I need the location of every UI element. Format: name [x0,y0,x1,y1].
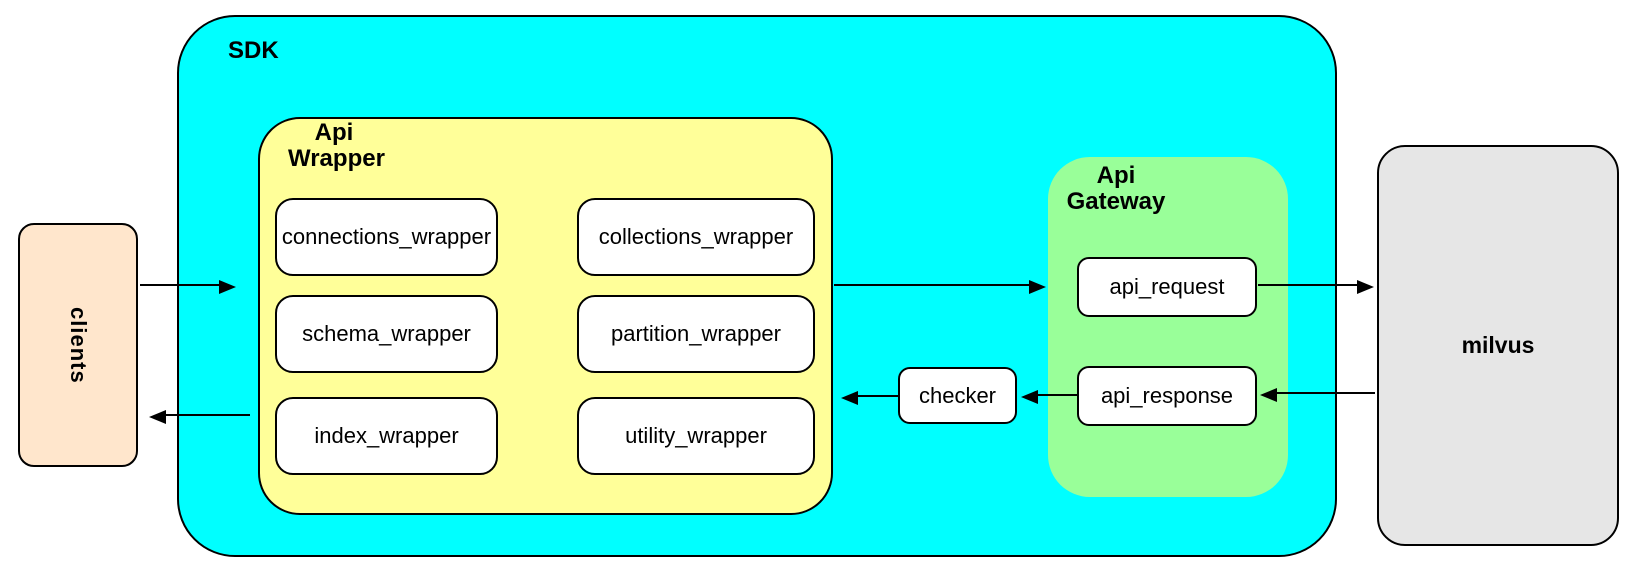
schema-wrapper-label: schema_wrapper [302,321,471,346]
index-wrapper-label: index_wrapper [314,423,459,448]
milvus-label: milvus [1461,332,1535,358]
node-api-gateway [1048,157,1288,497]
connections-wrapper-label: connections_wrapper [281,224,492,249]
api-wrapper-label: Api Wrapper [288,119,385,172]
node-api-response: api_response [1077,366,1257,426]
partition-wrapper-label: partition_wrapper [611,321,781,346]
checker-label: checker [918,382,997,408]
api-gateway-label: Api Gateway [1066,162,1166,215]
arrow-clients-to-sdk [140,280,236,294]
node-utility-wrapper: utility_wrapper [577,397,815,475]
api-request-label: api_request [1109,274,1225,299]
arrow-milvus-to-api-response [1260,388,1375,402]
node-partition-wrapper: partition_wrapper [577,295,815,373]
node-schema-wrapper: schema_wrapper [275,295,498,373]
clients-label: clients [66,306,91,384]
utility-wrapper-label: utility_wrapper [625,423,767,448]
node-milvus: milvus [1377,145,1619,546]
arrow-sdk-to-clients [149,410,250,424]
node-collections-wrapper: collections_wrapper [577,198,815,276]
node-api-request: api_request [1077,257,1257,317]
sdk-label: SDK [228,37,279,64]
arrow-checker-to-api-wrapper [841,391,898,405]
node-checker: checker [898,367,1017,424]
collections-wrapper-label: collections_wrapper [598,224,794,249]
node-index-wrapper: index_wrapper [275,397,498,475]
node-connections-wrapper: connections_wrapper [275,198,498,276]
arrow-api-request-to-milvus [1258,280,1374,294]
arrow-api-response-to-checker [1021,390,1077,404]
api-response-label: api_response [1100,383,1234,408]
node-clients: clients [18,223,138,467]
arrow-api-wrapper-to-gateway [834,280,1046,294]
